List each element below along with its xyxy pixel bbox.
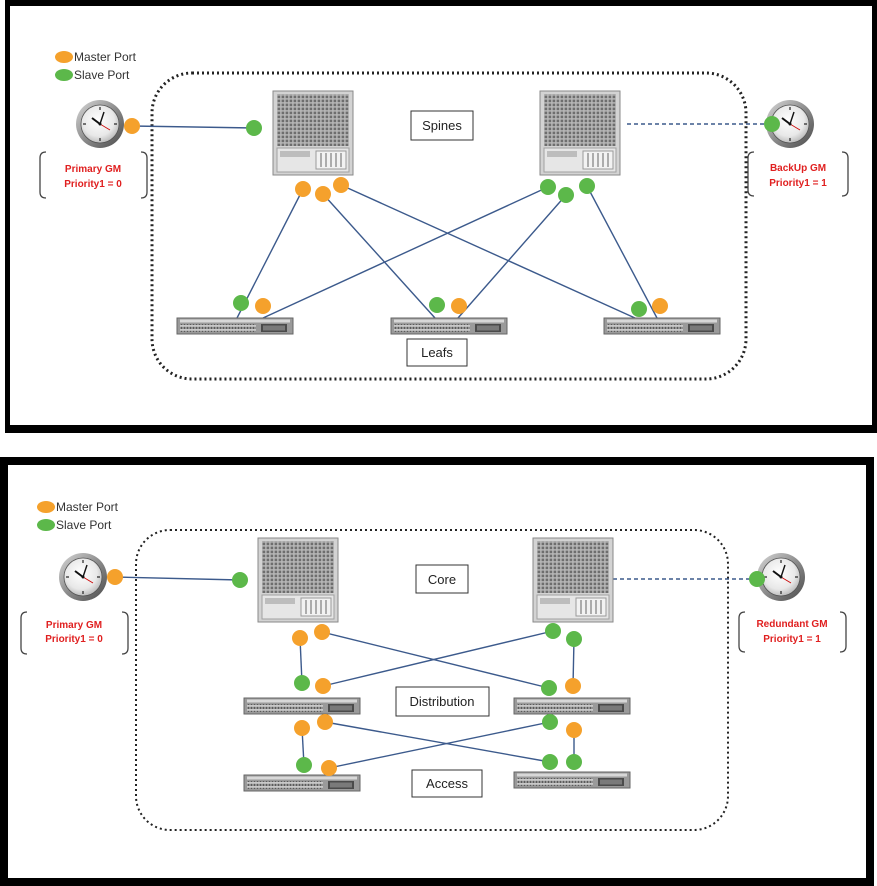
primary-gm-bracket-left-2 xyxy=(20,611,28,655)
primary-gm-clock-icon-2 xyxy=(58,552,108,602)
master-port xyxy=(295,181,311,197)
master-port xyxy=(292,630,308,646)
master-port xyxy=(451,298,467,314)
leaf-switch-1 xyxy=(176,317,294,335)
primary-gm-bracket-right-2 xyxy=(121,611,129,655)
slave-port xyxy=(566,631,582,647)
core-label-box xyxy=(415,564,469,594)
slave-port xyxy=(566,754,582,770)
spine-switch-right xyxy=(539,90,621,176)
slave-port xyxy=(631,301,647,317)
master-port xyxy=(652,298,668,314)
master-port xyxy=(294,720,310,736)
access-switch-right xyxy=(513,771,631,789)
legend-master-swatch xyxy=(55,51,73,63)
spines-label-box xyxy=(410,110,474,141)
slave-port xyxy=(558,187,574,203)
slave-port xyxy=(429,297,445,313)
redundant-gm-bracket-left xyxy=(738,611,746,653)
distribution-switch-left xyxy=(243,697,361,715)
slave-port xyxy=(541,680,557,696)
primary-gm-priority: Priority1 = 0 xyxy=(64,179,122,190)
master-port xyxy=(566,722,582,738)
slave-port xyxy=(296,757,312,773)
campus-boundary xyxy=(135,529,729,831)
access-switch-left xyxy=(243,774,361,792)
spine-switch-left xyxy=(272,90,354,176)
slave-port xyxy=(540,179,556,195)
legend-slave-label-2: Slave Port xyxy=(56,518,112,532)
legend-master-label-2: Master Port xyxy=(56,500,119,514)
access-label-box xyxy=(411,769,483,798)
distribution-label-box xyxy=(395,686,490,717)
leaf-switch-2 xyxy=(390,317,508,335)
core-switch-right xyxy=(532,537,614,623)
access-label: Access xyxy=(426,776,468,791)
master-port xyxy=(107,569,123,585)
redundant-gm-priority: Priority1 = 1 xyxy=(763,634,821,645)
legend-slave-label: Slave Port xyxy=(74,68,130,82)
primary-gm-priority-2: Priority1 = 0 xyxy=(45,634,103,645)
primary-gm-name-2: Primary GM xyxy=(46,620,102,631)
master-port xyxy=(317,714,333,730)
master-port xyxy=(333,177,349,193)
slave-port xyxy=(579,178,595,194)
top-links xyxy=(131,123,772,319)
redundant-gm-name: Redundant GM xyxy=(756,619,827,630)
fabric-boundary xyxy=(150,71,748,381)
master-port xyxy=(314,624,330,640)
legend-slave-swatch xyxy=(55,69,73,81)
top-ports xyxy=(124,116,780,317)
slave-port xyxy=(542,714,558,730)
legend-slave-swatch-2 xyxy=(37,519,55,531)
primary-gm-name: Primary GM xyxy=(65,164,121,175)
distribution-label: Distribution xyxy=(409,694,474,709)
slave-port xyxy=(294,675,310,691)
primary-gm-clock-icon xyxy=(75,99,125,149)
master-port xyxy=(255,298,271,314)
primary-gm-bracket-left xyxy=(39,151,47,199)
master-port xyxy=(315,186,331,202)
bottom-links xyxy=(114,576,757,769)
slave-port xyxy=(542,754,558,770)
backup-gm-name: BackUp GM xyxy=(770,163,826,174)
legend-master-label: Master Port xyxy=(74,50,137,64)
slave-port xyxy=(232,572,248,588)
core-label: Core xyxy=(428,572,456,587)
slave-port xyxy=(749,571,765,587)
legend-master-swatch-2 xyxy=(37,501,55,513)
slave-port xyxy=(545,623,561,639)
leaf-switch-3 xyxy=(603,317,721,335)
spines-label: Spines xyxy=(422,118,462,133)
slave-port xyxy=(764,116,780,132)
master-port xyxy=(124,118,140,134)
redundant-gm-bracket-right xyxy=(839,611,847,653)
master-port xyxy=(565,678,581,694)
leafs-label: Leafs xyxy=(421,345,453,360)
slave-port xyxy=(233,295,249,311)
master-port xyxy=(321,760,337,776)
primary-gm-bracket-right xyxy=(140,151,148,199)
backup-gm-priority: Priority1 = 1 xyxy=(769,178,827,189)
leafs-label-box xyxy=(406,338,468,367)
bottom-diagram-frame xyxy=(0,457,874,886)
distribution-switch-right xyxy=(513,697,631,715)
backup-gm-bracket-right xyxy=(841,151,849,197)
slave-port xyxy=(246,120,262,136)
core-switch-left xyxy=(257,537,339,623)
bottom-ports xyxy=(107,569,765,776)
backup-gm-bracket-left xyxy=(747,151,755,197)
master-port xyxy=(315,678,331,694)
